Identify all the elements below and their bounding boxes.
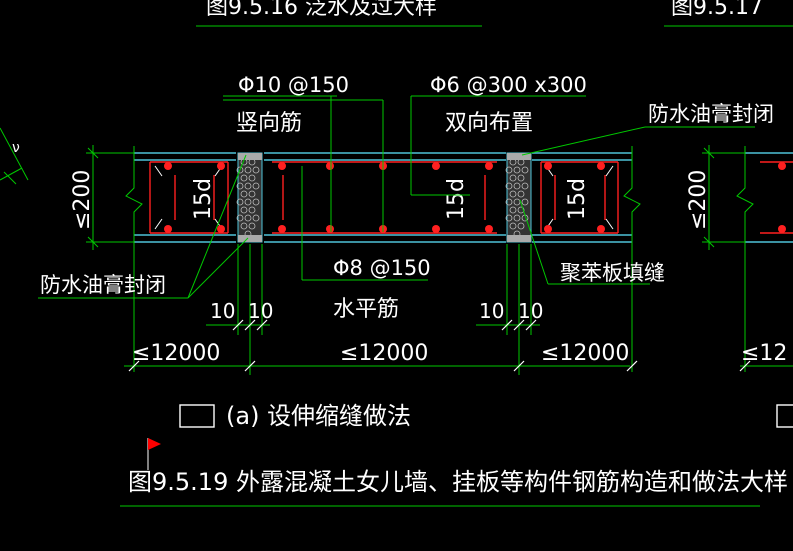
joint-width-left-a: 10: [210, 299, 235, 323]
sub-title: (a) 设伸缩缝做法: [226, 402, 411, 430]
wall-outline: [134, 152, 793, 243]
horizontal-bar-spec: Φ8 @150: [333, 256, 431, 280]
polystyrene-fill-label: 聚苯板填缝: [560, 261, 665, 285]
dimension-ticks: [128, 319, 751, 372]
left-edge-fragment: [0, 127, 29, 185]
flag-icon: [147, 438, 161, 470]
joint-fill-right: [505, 152, 532, 243]
break-lines: [125, 146, 754, 250]
segment-length-right: ≤12000: [541, 341, 629, 366]
figure-title: 图9.5.19 外露混凝土女儿墙、挂板等构件钢筋构造和做法大样: [128, 468, 788, 496]
horizontal-bar-name: 水平筋: [333, 297, 399, 322]
waterproof-left-label: 防水油膏封闭: [40, 273, 166, 297]
height-dim-right: ≤200: [686, 170, 711, 230]
top-cut-title-right: 图9.5.17: [671, 0, 763, 20]
top-cut-title-left: 图9.5.16 泛水及过大样: [206, 0, 437, 20]
horizontal-rebars: [149, 161, 793, 234]
rebar-dots: [164, 162, 786, 233]
subtitle-box-marker-right: [776, 404, 793, 428]
segment-length-cut: ≤12: [741, 341, 787, 366]
anchor-length-left: 15d: [191, 178, 216, 220]
joint-width-right-b: 10: [518, 299, 543, 323]
two-way-spec: Φ6 @300 x300: [430, 73, 587, 97]
segment-length-middle: ≤12000: [340, 341, 428, 366]
leader-lines: [38, 95, 793, 507]
height-dim-left: ≤200: [70, 170, 95, 230]
anchor-length-middle: 15d: [444, 178, 469, 220]
left-edge-symbol: ν: [12, 140, 20, 156]
two-way-name: 双向布置: [445, 111, 533, 136]
joint-fill-left: [236, 152, 263, 243]
joint-width-left-b: 10: [248, 299, 273, 323]
waterproof-right-label: 防水油膏封闭: [648, 102, 774, 126]
anchor-length-right: 15d: [565, 178, 590, 220]
subtitle-box-marker: [179, 404, 215, 428]
joint-width-right-a: 10: [479, 299, 504, 323]
segment-length-left: ≤12000: [132, 341, 220, 366]
vertical-bar-spec: Φ10 @150: [238, 73, 349, 97]
vertical-bar-name: 竖向筋: [236, 111, 302, 136]
